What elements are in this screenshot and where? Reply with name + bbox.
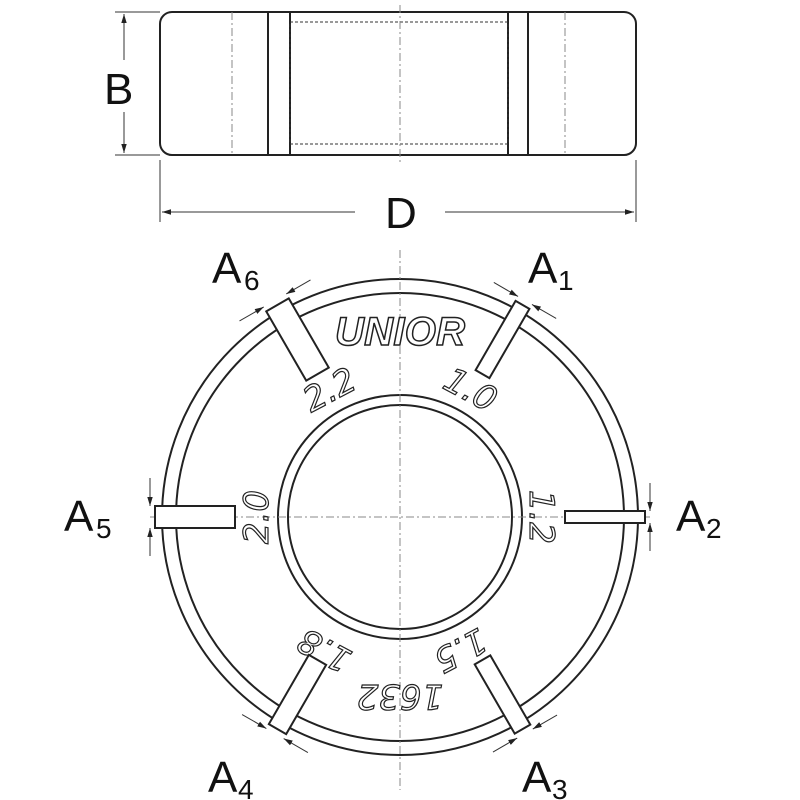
svg-text:1: 1: [558, 265, 574, 296]
svg-text:A: A: [208, 753, 238, 800]
svg-text:5: 5: [96, 513, 112, 544]
svg-text:6: 6: [244, 265, 260, 296]
unior-logo: UNIOR: [335, 310, 465, 354]
slot-size-2: 1.2: [521, 490, 561, 544]
slot-a6: [239, 279, 331, 382]
dimension-b-label: B: [104, 65, 133, 114]
svg-text:4: 4: [238, 774, 254, 800]
side-view: [159, 5, 637, 162]
slot-a5: [147, 478, 236, 556]
svg-text:3: 3: [552, 774, 568, 800]
slot-a2: [564, 483, 653, 551]
slot-size-5: 2.0: [237, 490, 277, 544]
dimension-d-label: D: [385, 189, 417, 238]
svg-text:A: A: [522, 753, 552, 800]
svg-text:A: A: [528, 244, 558, 293]
slot-a3: [473, 654, 558, 753]
svg-text:A: A: [212, 244, 242, 293]
slot-a1: [474, 282, 557, 380]
slot-a4: [241, 653, 328, 753]
part-number: 1632: [357, 676, 444, 716]
dimension-b: B: [104, 11, 160, 156]
dimension-d: D: [159, 160, 637, 238]
svg-text:A: A: [676, 492, 706, 541]
svg-text:A: A: [64, 492, 94, 541]
top-view: UNIOR 1.0 1.2 1.5 1.8 2.0 2.2 1632: [147, 250, 653, 790]
svg-text:2: 2: [706, 513, 722, 544]
